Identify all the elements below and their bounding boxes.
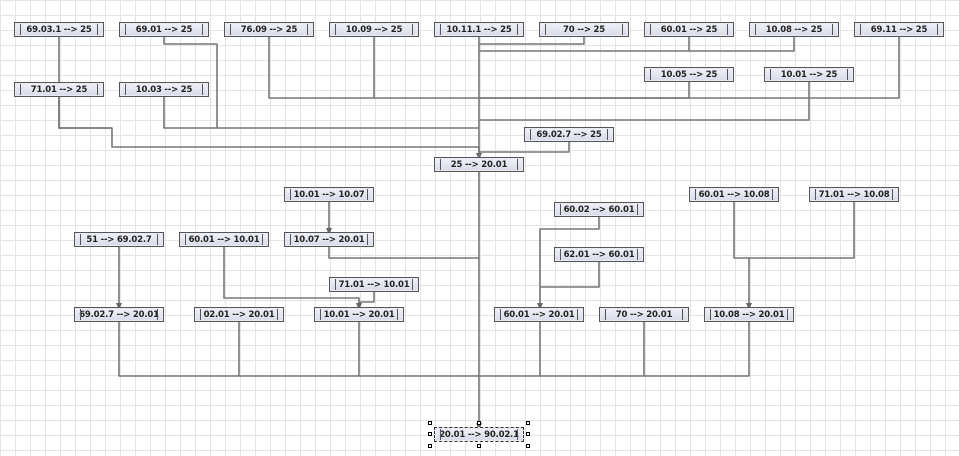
node-70-to-20-01[interactable]: 70 --> 20.01 xyxy=(599,307,689,322)
connector-line[interactable] xyxy=(118,322,750,377)
node-71-01-to-10-08[interactable]: 71.01 --> 10.08 xyxy=(809,187,899,202)
node-51-to-69-02-7[interactable]: 51 --> 69.02.7 xyxy=(74,232,164,247)
resize-handle-sw[interactable] xyxy=(428,444,432,448)
resize-handle-e[interactable] xyxy=(526,432,530,436)
connector-line[interactable] xyxy=(268,37,479,99)
node-76-09-to-25[interactable]: 76.09 --> 25 xyxy=(224,22,314,37)
node-10-08-to-20-01[interactable]: 10.08 --> 20.01 xyxy=(704,307,794,322)
node-60-01-to-20-01[interactable]: 60.01 --> 20.01 xyxy=(494,307,584,322)
node-10-01-to-20-01[interactable]: 10.01 --> 20.01 xyxy=(314,307,404,322)
connector-line[interactable] xyxy=(479,142,570,153)
resize-handle-w[interactable] xyxy=(428,432,432,436)
connector-line[interactable] xyxy=(537,217,600,310)
connector-line[interactable] xyxy=(733,202,752,310)
connector-line[interactable] xyxy=(328,247,479,259)
node-10-09-to-25[interactable]: 10.09 --> 25 xyxy=(329,22,419,37)
connector-line[interactable] xyxy=(540,262,600,288)
resize-handle-n[interactable] xyxy=(477,421,481,425)
node-69-01-to-25[interactable]: 69.01 --> 25 xyxy=(119,22,209,37)
connector-line[interactable] xyxy=(163,37,479,129)
connector-line[interactable] xyxy=(479,82,810,121)
node-60-01-to-10-08[interactable]: 60.01 --> 10.08 xyxy=(689,187,779,202)
node-25-to-20-01[interactable]: 25 --> 20.01 xyxy=(434,157,524,172)
resize-handle-nw[interactable] xyxy=(428,421,432,425)
connector-line[interactable] xyxy=(749,202,855,259)
connector-line[interactable] xyxy=(58,97,112,129)
node-70-to-25[interactable]: 70 --> 25 xyxy=(539,22,629,37)
node-10-08-to-25[interactable]: 10.08 --> 25 xyxy=(749,22,839,37)
resize-handle-s[interactable] xyxy=(477,444,481,448)
node-69-02-7-to-20-01[interactable]: 69.02.7 --> 20.01 xyxy=(74,307,164,322)
node-60-02-to-60-01[interactable]: 60.02 --> 60.01 xyxy=(554,202,644,217)
node-69-03-1-to-25[interactable]: 69.03.1 --> 25 xyxy=(14,22,104,37)
node-10-07-to-20-01[interactable]: 10.07 --> 20.01 xyxy=(284,232,374,247)
resize-handle-ne[interactable] xyxy=(526,421,530,425)
connector-line[interactable] xyxy=(479,37,585,45)
node-10-01-to-10-07[interactable]: 10.01 --> 10.07 xyxy=(284,187,374,202)
node-60-01-to-10-01[interactable]: 60.01 --> 10.01 xyxy=(179,232,269,247)
node-69-02-7-to-25[interactable]: 69.02.7 --> 25 xyxy=(524,127,614,142)
connector-line[interactable] xyxy=(163,97,217,129)
node-10-05-to-25[interactable]: 10.05 --> 25 xyxy=(644,67,734,82)
node-71-01-to-10-01[interactable]: 71.01 --> 10.01 xyxy=(329,277,419,292)
node-62-01-to-60-01[interactable]: 62.01 --> 60.01 xyxy=(554,247,644,262)
node-60-01-to-25[interactable]: 60.01 --> 25 xyxy=(644,22,734,37)
node-02-01-to-20-01[interactable]: 02.01 --> 20.01 xyxy=(194,307,284,322)
node-10-01-to-25[interactable]: 10.01 --> 25 xyxy=(764,67,854,82)
node-69-11-to-25[interactable]: 69.11 --> 25 xyxy=(854,22,944,37)
connector-line[interactable] xyxy=(689,37,795,52)
node-10-03-to-25[interactable]: 10.03 --> 25 xyxy=(119,82,209,97)
node-71-01-to-25[interactable]: 71.01 --> 25 xyxy=(14,82,104,97)
resize-handle-se[interactable] xyxy=(526,444,530,448)
connector-line[interactable] xyxy=(359,292,375,303)
node-20-01-to-90-02-1[interactable]: 20.01 --> 90.02.1 xyxy=(434,427,524,442)
node-10-11-1-to-25[interactable]: 10.11.1 --> 25 xyxy=(434,22,524,37)
connector-line[interactable] xyxy=(479,82,690,99)
